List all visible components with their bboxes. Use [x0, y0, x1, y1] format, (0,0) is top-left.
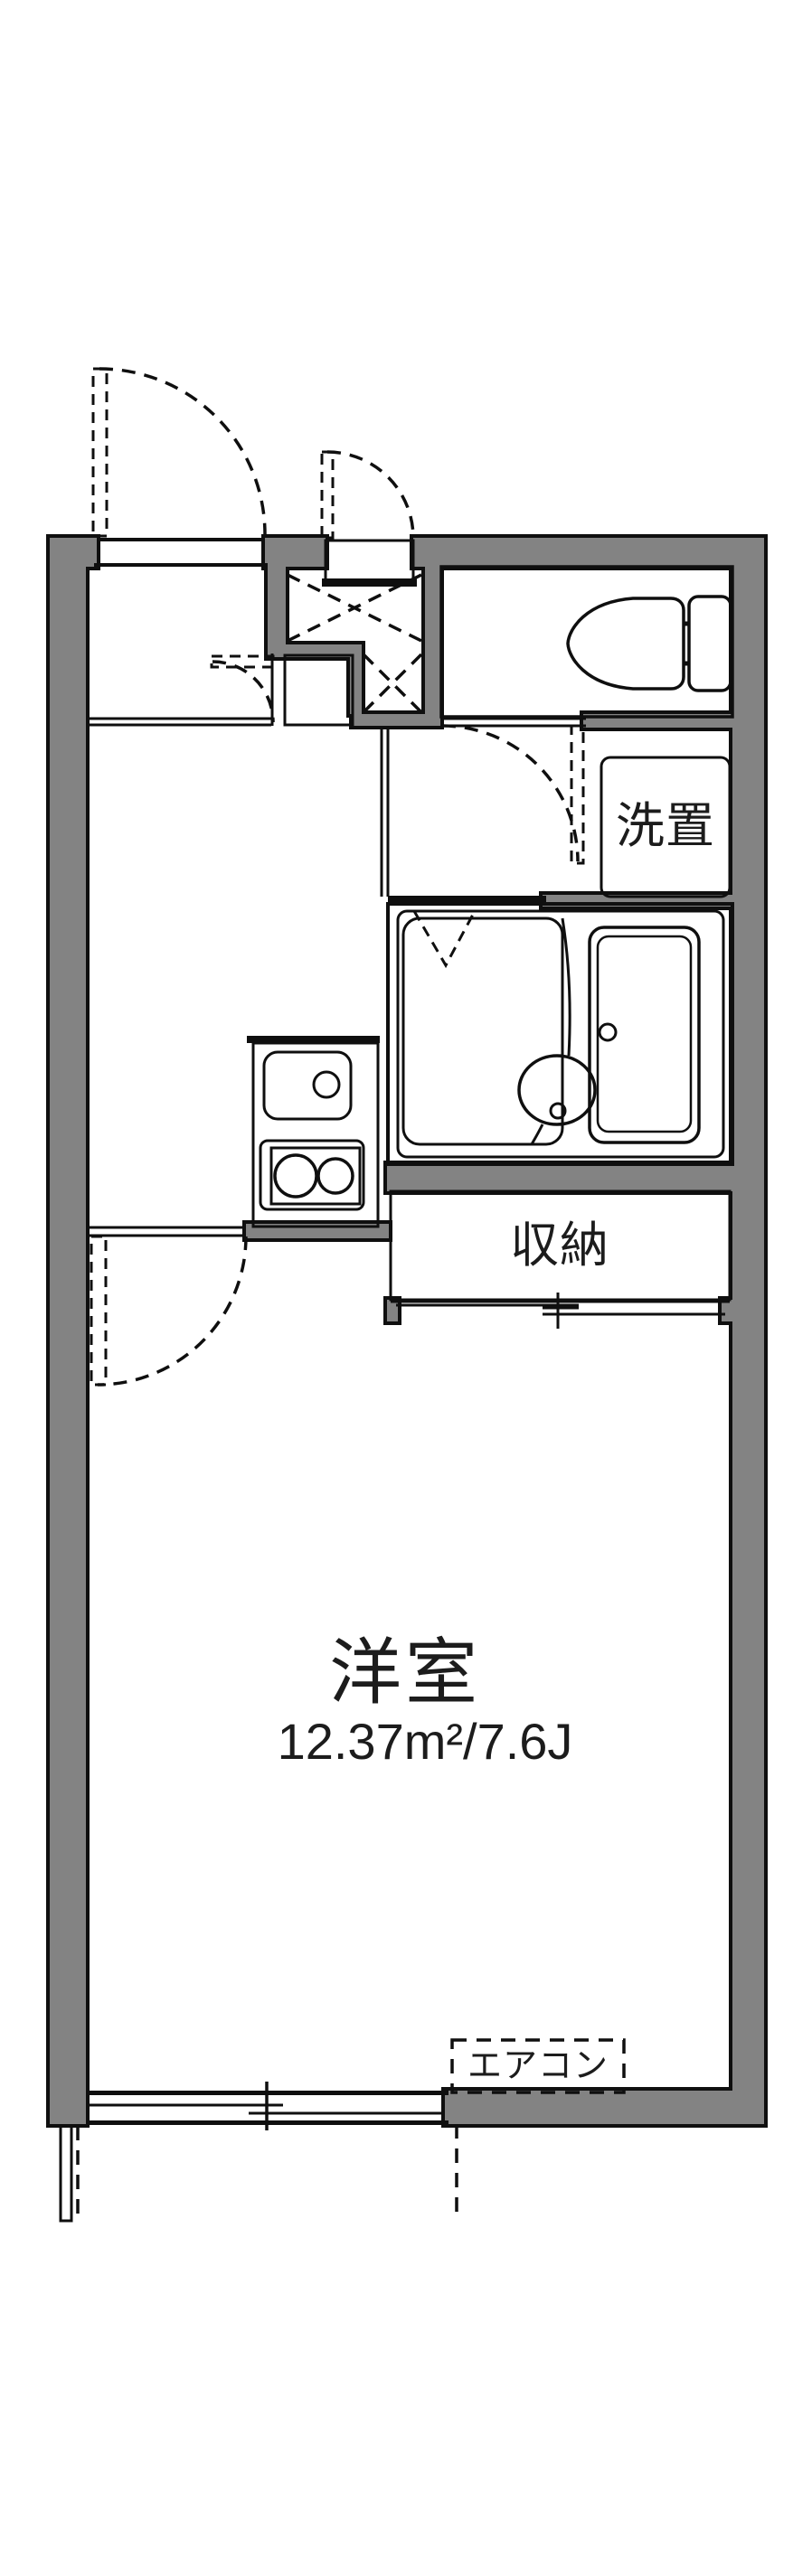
- counter-edge: [561, 917, 571, 1057]
- toilet-room: [439, 565, 734, 719]
- shower-floor: [401, 917, 564, 1146]
- bathtub-icon: [588, 926, 701, 1144]
- balcony-markers: [59, 2124, 458, 2223]
- genkan-door-swing: [210, 654, 275, 723]
- folding-door: [412, 910, 477, 969]
- toilet-door-swing: [441, 724, 585, 865]
- closet: [389, 1189, 732, 1329]
- washer-space-label: 洗置: [616, 799, 715, 853]
- wall-outlines: [46, 534, 768, 2128]
- genkan-step: [283, 653, 354, 727]
- kitchen-unit: [247, 1036, 380, 1228]
- main-room-label: 洋室: [329, 1632, 481, 1713]
- washer-space-box: [600, 756, 732, 898]
- window: [86, 2082, 448, 2130]
- washbasin-icon: [517, 1054, 597, 1126]
- closet-label: 収納: [510, 1218, 609, 1273]
- main-room-area: 12.37m²/7.6J: [277, 1713, 573, 1770]
- sliding-door: [396, 1293, 725, 1329]
- kitchen-sink-icon: [262, 1050, 353, 1121]
- walls: [50, 538, 764, 2124]
- stove-icon: [259, 1139, 365, 1211]
- aircon-box: [450, 2038, 626, 2094]
- door-openings: [86, 538, 586, 1237]
- entrance-door-swing: [91, 367, 267, 538]
- room-door-swing: [90, 1235, 248, 1387]
- toilet-icon: [566, 595, 732, 692]
- aircon-label: エアコン: [467, 2047, 609, 2085]
- bathroom: [386, 902, 734, 1166]
- meter-box: [287, 539, 423, 714]
- meter-box-door-swing: [320, 450, 415, 540]
